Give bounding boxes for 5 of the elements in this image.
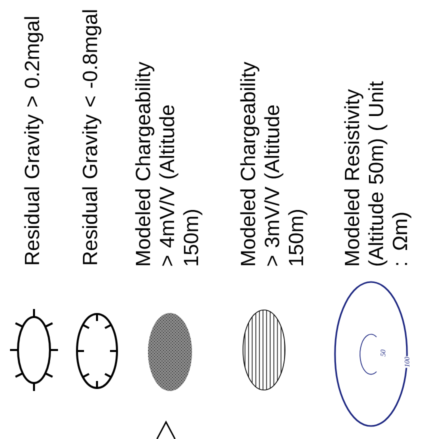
legend-label: Modeled Chargeability > 3mV/V (Altitude 150m) xyxy=(240,62,308,266)
legend-label: Residual Gravity > 0.2mgal xyxy=(24,17,44,264)
legend-label: Modeled Resistivity (Altitude 50m) ( Unit : Ωm) xyxy=(344,81,412,266)
legend-label: Residual Gravity < -0.8mgal xyxy=(82,10,102,264)
legend-label: Modeled Chargeability > 4mV/V (Altitude 150m) xyxy=(135,62,202,266)
